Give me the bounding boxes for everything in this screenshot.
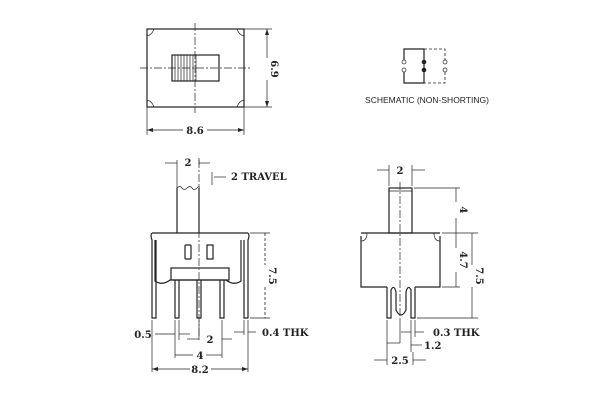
schematic: SCHEMATIC (NON-SHORTING) (365, 48, 489, 105)
front-view: 2 2 TRAVEL 7.5 0.5 2 0.4 THK 4 8.2 (134, 158, 309, 376)
side-height-dimension: 7.5 (473, 267, 484, 284)
pin-width-dimension: 0.5 (134, 330, 151, 341)
front-height-dimension: 7.5 (266, 267, 277, 284)
pin-span-dimension: 2.5 (391, 356, 408, 367)
travel-dimension: 2 TRAVEL (231, 172, 287, 183)
top-view: 6.9 8.6 (140, 23, 279, 137)
outer-pin-span-dimension: 4 (197, 351, 204, 362)
schematic-caption: SCHEMATIC (NON-SHORTING) (365, 95, 489, 105)
top-width-dimension: 8.6 (186, 126, 203, 137)
pin-offset-dimension: 1.2 (424, 341, 441, 352)
pin-pitch-dimension: 2 (207, 335, 214, 346)
tab-thickness-dimension: 0.4 THK (262, 328, 309, 339)
actuator-height-dimension: 4 (457, 207, 468, 214)
overall-width-dimension: 8.2 (191, 365, 208, 376)
top-height-dimension: 6.9 (268, 60, 279, 77)
pin-thickness-dimension: 0.3 THK (433, 328, 480, 339)
side-actuator-width-dimension: 2 (397, 166, 404, 177)
body-height-dimension: 4.7 (457, 251, 468, 268)
side-view: 2 4 4.7 7.5 0.3 THK 1.2 2.5 (360, 165, 484, 367)
actuator-width-dimension: 2 (185, 158, 192, 169)
